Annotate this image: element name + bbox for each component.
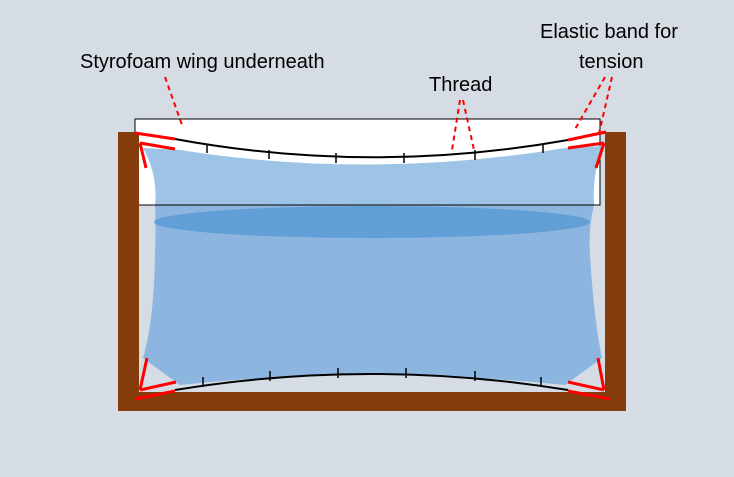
water-membrane-upper: [143, 146, 603, 205]
leader-styrofoam: [164, 76, 183, 126]
elastic-band-top-left: [134, 131, 176, 169]
top-thread-ticks: [206, 144, 544, 163]
elastic-band-bottom-left: [134, 357, 177, 401]
label-thread: Thread: [429, 74, 493, 96]
frame-right-post: [605, 132, 626, 411]
water-surface: [154, 206, 590, 238]
water-membrane-lower: [143, 205, 602, 385]
leader-lines: [164, 76, 613, 151]
elastic-band-bottom-right: [567, 357, 611, 401]
label-styrofoam-wing: Styrofoam wing underneath: [80, 51, 325, 73]
bottom-thread-ticks: [202, 368, 542, 387]
bottom-thread: [174, 373, 569, 391]
frame-bottom-beam: [118, 392, 626, 411]
label-elastic-band-line1: Elastic band for: [540, 21, 678, 43]
label-elastic-band-line2: tension: [579, 51, 644, 73]
top-thread: [174, 138, 569, 159]
leader-elastic-left: [573, 76, 606, 132]
leader-elastic-right: [597, 76, 613, 139]
frame-left-post: [118, 132, 139, 411]
